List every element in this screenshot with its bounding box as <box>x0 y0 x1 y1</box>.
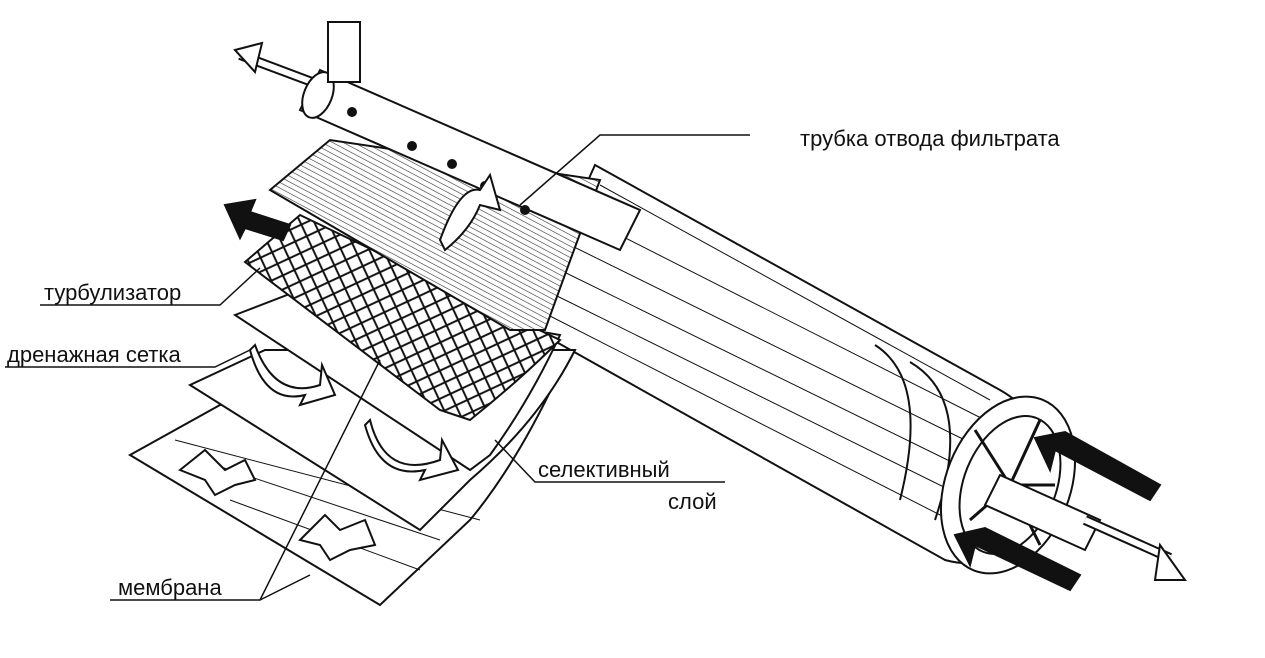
curl-arrow-icon <box>363 418 460 482</box>
leader-drainage-mesh <box>5 349 251 368</box>
flow-arrow-icon <box>298 513 377 562</box>
feed-arrow-icon <box>1033 430 1162 502</box>
leader-selective-layer <box>494 439 725 483</box>
feed-arrow-icon <box>953 526 1082 592</box>
curl-arrow-icon <box>438 172 502 252</box>
leader-permeate-tube <box>519 134 750 206</box>
flow-arrows <box>178 172 1162 592</box>
permeate-tube <box>233 21 642 252</box>
label-drainage-mesh: дренажная сетка <box>7 342 182 367</box>
label-selective-layer-line1: селективный <box>538 457 670 482</box>
label-selective-layer-line2: слой <box>668 489 717 514</box>
label-permeate-tube: трубка отвода фильтрата <box>800 126 1060 151</box>
label-membrane: мембрана <box>118 575 222 600</box>
label-turbulizer: турбулизатор <box>44 280 181 305</box>
leader-turbulizer <box>40 267 261 306</box>
curl-arrow-icon <box>248 343 337 407</box>
outlet-tube <box>983 473 1187 581</box>
leader-lines <box>5 134 750 601</box>
leader-membrane-2 <box>259 574 311 601</box>
turbulizer-mesh <box>243 213 562 422</box>
flow-arrow-icon <box>223 198 292 242</box>
flow-arrow-icon <box>178 448 257 497</box>
